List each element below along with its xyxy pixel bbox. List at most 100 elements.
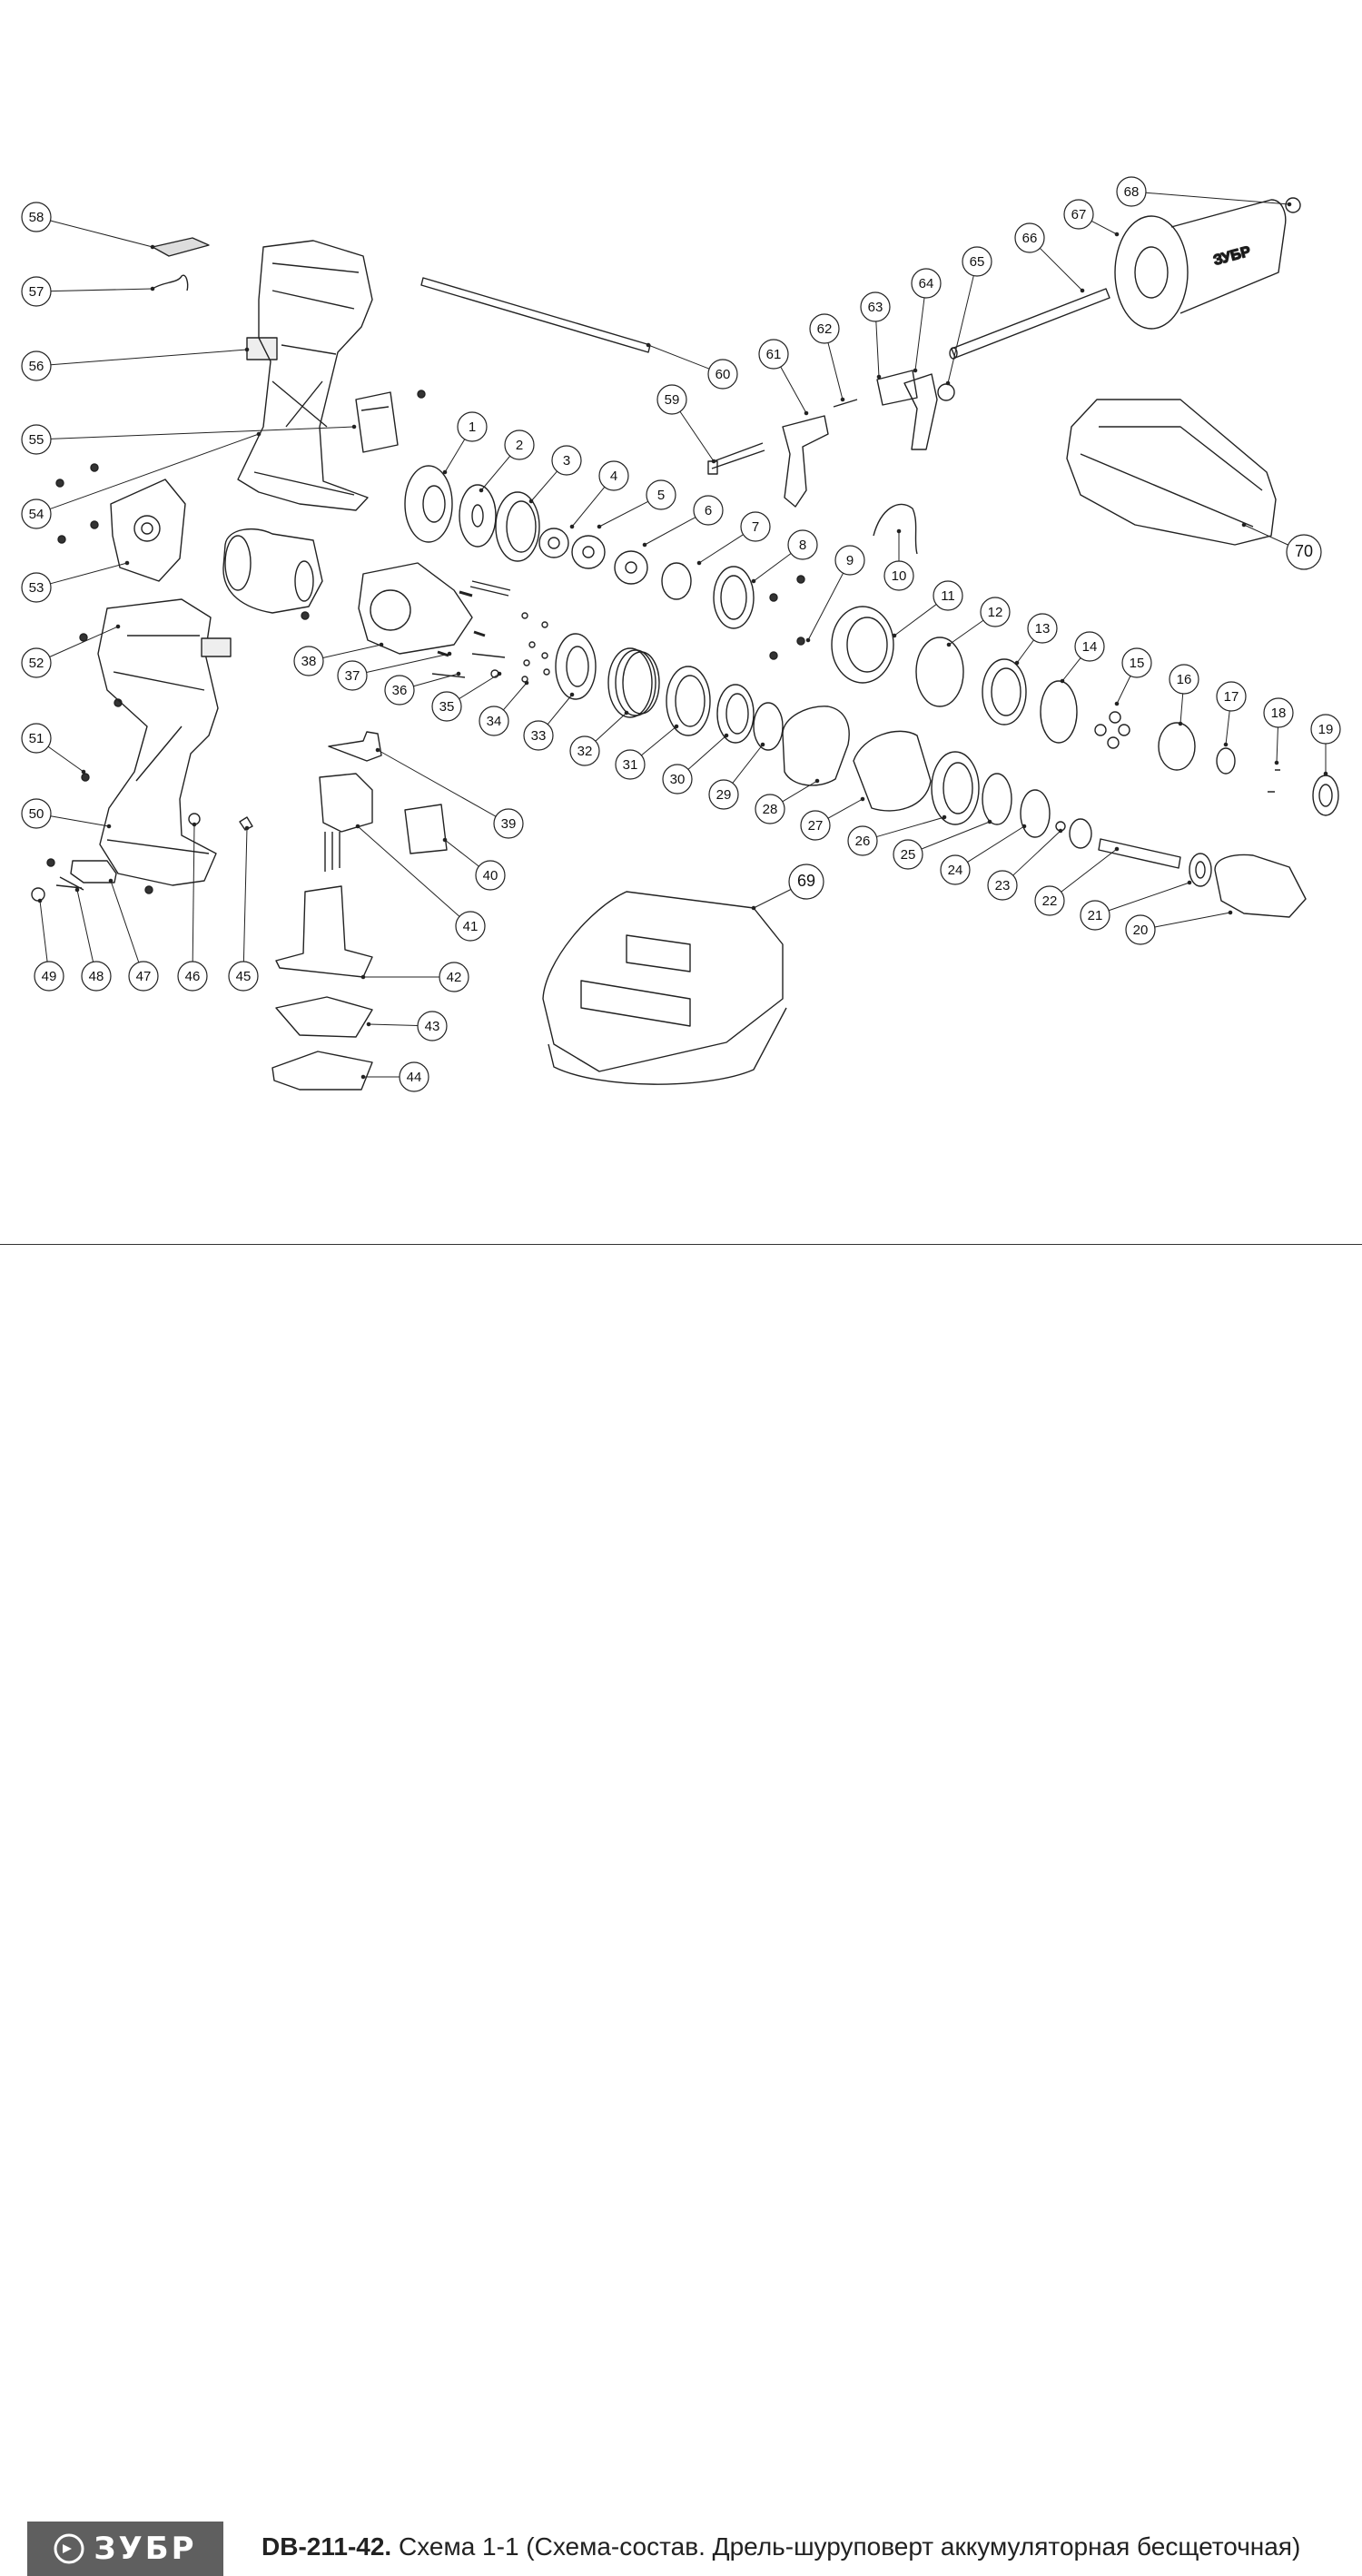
- callout-label-14: 14: [1082, 639, 1098, 655]
- leader-line-12: [948, 619, 984, 646]
- callout-circle-30: [662, 764, 693, 795]
- part-38: [358, 562, 473, 655]
- leader-line-30: [687, 735, 727, 770]
- leader-tip-29: [760, 742, 765, 747]
- leader-line-53: [50, 562, 128, 585]
- leader-line-69: [753, 889, 792, 909]
- callout-label-48: 48: [89, 969, 104, 984]
- leader-tip-35: [497, 671, 502, 676]
- callout-label-62: 62: [817, 321, 833, 337]
- callout-circle-43: [417, 1011, 448, 1041]
- callout-circle-20: [1125, 914, 1156, 945]
- leader-line-17: [1225, 710, 1230, 745]
- callout-label-2: 2: [516, 438, 523, 453]
- part-22: [1098, 838, 1181, 869]
- leader-tip-2: [479, 488, 484, 493]
- part-33: [555, 633, 597, 700]
- callout-label-16: 16: [1177, 672, 1192, 687]
- part-5: [571, 535, 606, 569]
- callout-label-68: 68: [1124, 184, 1140, 200]
- callout-circle-47: [128, 961, 159, 992]
- callout-label-21: 21: [1088, 908, 1103, 923]
- leader-line-21: [1108, 882, 1190, 912]
- leader-line-49: [39, 900, 48, 962]
- part-55: [355, 391, 399, 453]
- callout-label-50: 50: [29, 806, 44, 822]
- leader-line-39: [377, 749, 497, 817]
- callout-label-55: 55: [29, 432, 44, 448]
- part-42: [275, 885, 373, 978]
- leader-line-33: [547, 694, 573, 725]
- handle-brand-text: ЗУБР: [1212, 244, 1253, 269]
- part-39: [328, 731, 382, 762]
- leader-tip-26: [942, 814, 947, 820]
- leader-tip-19: [1323, 771, 1328, 776]
- part-25: [982, 773, 1012, 825]
- leader-line-22: [1061, 848, 1118, 893]
- leader-tip-50: [106, 824, 112, 829]
- callout-circle-7: [740, 511, 771, 542]
- part-62: [833, 399, 858, 408]
- callout-circle-60: [707, 359, 738, 390]
- leader-tip-63: [876, 374, 882, 380]
- callout-label-65: 65: [970, 254, 985, 270]
- callout-label-27: 27: [808, 818, 824, 834]
- callout-label-66: 66: [1022, 231, 1038, 246]
- leader-tip-64: [913, 368, 918, 373]
- callout-circle-22: [1034, 885, 1065, 916]
- callout-label-1: 1: [469, 419, 476, 435]
- leader-line-9: [807, 572, 844, 641]
- part-66: [951, 288, 1110, 359]
- callout-circle-57: [21, 276, 52, 307]
- part-57: [152, 274, 189, 291]
- callout-label-44: 44: [407, 1070, 422, 1085]
- callout-label-63: 63: [868, 300, 883, 315]
- callout-label-35: 35: [439, 699, 455, 715]
- callout-circle-58: [21, 202, 52, 232]
- callout-label-10: 10: [892, 568, 907, 584]
- callout-label-3: 3: [563, 453, 570, 469]
- callout-label-64: 64: [919, 276, 934, 291]
- callout-label-24: 24: [948, 863, 963, 878]
- scheme-title: Схема 1-1 (Схема-состав. Дрель-шуруповер…: [391, 2532, 1301, 2561]
- leader-tip-62: [840, 397, 845, 402]
- leader-tip-41: [355, 824, 360, 829]
- callout-label-20: 20: [1133, 923, 1149, 938]
- leader-tip-49: [37, 898, 43, 903]
- callout-circle-49: [34, 961, 64, 992]
- leader-line-65: [947, 275, 974, 384]
- callout-label-18: 18: [1271, 706, 1287, 721]
- callout-circle-28: [755, 794, 785, 824]
- callout-circle-51: [21, 723, 52, 754]
- callout-circle-17: [1216, 681, 1247, 712]
- leader-tip-65: [945, 380, 951, 386]
- leader-tip-16: [1178, 721, 1183, 726]
- callout-circle-46: [177, 961, 208, 992]
- callout-circle-44: [399, 1061, 429, 1092]
- leader-line-27: [827, 798, 864, 819]
- callout-circle-42: [439, 962, 469, 992]
- callout-circle-48: [81, 961, 112, 992]
- leader-tip-34: [524, 680, 529, 686]
- callout-label-4: 4: [610, 469, 617, 484]
- callout-label-31: 31: [623, 757, 638, 773]
- leader-line-23: [1012, 830, 1061, 876]
- leader-lines: [37, 192, 1328, 1080]
- leader-tip-17: [1223, 742, 1229, 747]
- callout-circle-24: [940, 854, 971, 885]
- leader-tip-44: [360, 1074, 366, 1080]
- part-40: [404, 804, 448, 854]
- leader-line-55: [50, 426, 355, 439]
- callout-label-70: 70: [1295, 542, 1313, 560]
- callout-label-28: 28: [763, 802, 778, 817]
- leader-tip-42: [360, 974, 366, 980]
- leader-tip-12: [946, 642, 952, 647]
- leader-tip-9: [805, 637, 811, 643]
- callout-circle-13: [1027, 613, 1058, 644]
- part-24: [1020, 789, 1051, 838]
- part-63: [876, 370, 918, 406]
- leader-line-50: [50, 815, 110, 827]
- leader-line-48: [76, 889, 94, 962]
- leader-line-24: [967, 825, 1025, 863]
- leader-line-38: [322, 644, 382, 658]
